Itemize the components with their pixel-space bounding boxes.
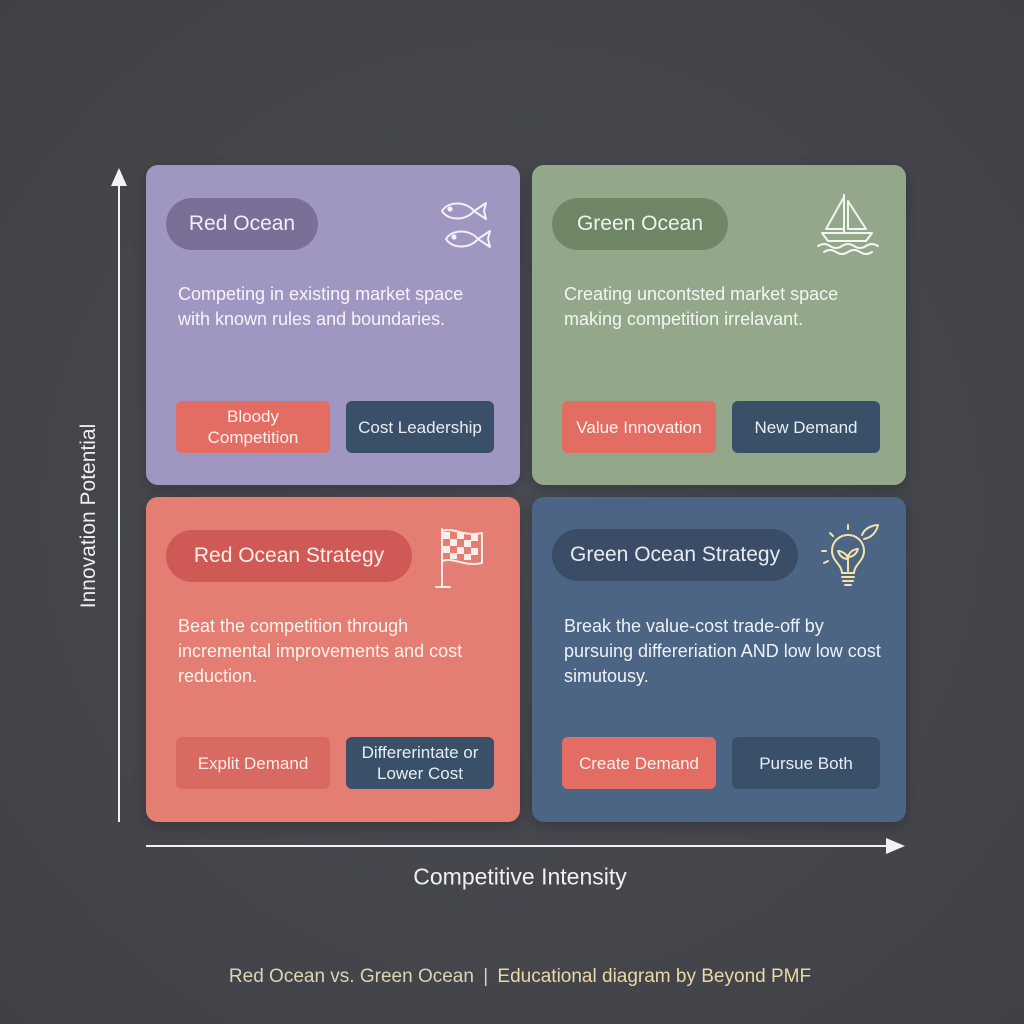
x-axis-line [146, 845, 892, 847]
quadrant-description-green-ocean-strategy: Break the value-cost trade-off by pursui… [564, 616, 881, 686]
footer-separator: | [483, 966, 489, 987]
quadrant-description-red-ocean: Competing in existing market space with … [178, 284, 464, 329]
y-axis-label: Innovation Potential [77, 423, 100, 609]
quadrant-title-red-ocean-strategy: Red Ocean Strategy [166, 530, 412, 582]
quadrant-title-green-ocean: Green Ocean [552, 198, 728, 250]
tag-value-innovation: Value Innovation [562, 401, 716, 453]
quadrant-title-green-ocean-strategy: Green Ocean Strategy [552, 529, 798, 581]
checkered-flag-icon [435, 528, 483, 588]
x-axis-arrowhead [886, 838, 905, 854]
quadrant-description-red-ocean-strategy: Beat the competition through incremental… [178, 616, 463, 686]
y-axis-line [118, 182, 120, 822]
quadrant-green-ocean-strategy: Green Ocean Strategy Break the value-cos… [532, 497, 906, 822]
tag-cost-leadership: Cost Leadership [346, 401, 494, 453]
quadrant-red-ocean-strategy: Red Ocean Strategy Beat the competition … [146, 497, 520, 822]
footer-credit: Educational diagram by Beyond PMF [497, 966, 812, 987]
x-axis-label: Competitive Intensity [413, 863, 627, 890]
y-axis-arrowhead [111, 168, 127, 186]
tag-pursue-both: Pursue Both [732, 737, 880, 789]
quadrant-title-red-ocean: Red Ocean [166, 198, 318, 250]
sailboat-icon [817, 194, 879, 255]
lightbulb-leaf-icon [821, 524, 879, 586]
quadrant-description-green-ocean: Creating uncontsted market space making … [564, 284, 839, 329]
fish-icon [441, 202, 491, 248]
footer-title: Red Ocean vs. Green Ocean [228, 966, 474, 987]
tag-differentiate-or-lower-cost: Differerintate or Lower Cost [346, 737, 494, 789]
tag-new-demand: New Demand [732, 401, 880, 453]
tag-explit-demand: Explit Demand [176, 737, 330, 789]
footer-caption: Red Ocean vs. Green Ocean | Educational … [229, 966, 811, 988]
quadrant-green-ocean: Green Ocean Creating uncontsted market s… [532, 165, 906, 485]
tag-create-demand: Create Demand [562, 737, 716, 789]
tag-bloody-competition: Bloody Competition [176, 401, 330, 453]
quadrant-red-ocean: Red Ocean Competing in existing market s… [146, 165, 520, 485]
